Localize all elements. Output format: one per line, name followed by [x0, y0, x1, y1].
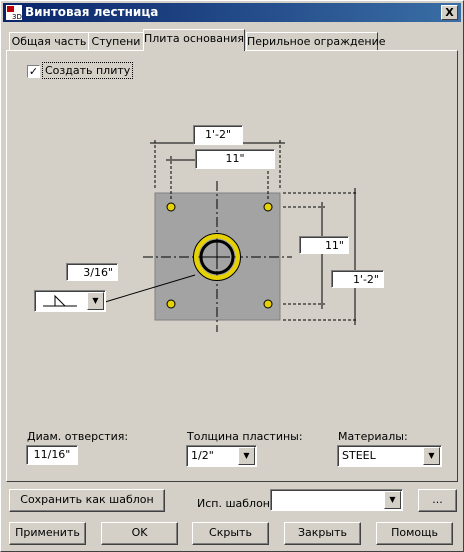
- app-icon: 3D: [6, 5, 22, 20]
- title-bar[interactable]: 3D Винтовая лестница X: [3, 3, 461, 22]
- chevron-down-icon[interactable]: ▼: [238, 447, 255, 465]
- chevron-down-icon[interactable]: ▼: [423, 447, 440, 465]
- bolt-spacing-y-field[interactable]: 11": [299, 236, 349, 254]
- help-button[interactable]: Помощь: [376, 522, 453, 545]
- create-plate-checkbox[interactable]: ✓: [27, 65, 40, 78]
- weld-leader-line: [104, 274, 196, 303]
- tab-railing[interactable]: Перильное ограждение: [246, 32, 386, 51]
- svg-text:3D: 3D: [12, 13, 22, 20]
- apply-button[interactable]: Применить: [9, 522, 86, 545]
- plate-thickness-value: 1/2": [191, 449, 214, 462]
- bolt-spacing-x-field[interactable]: 11": [195, 149, 275, 169]
- window-title: Винтовая лестница: [25, 5, 159, 19]
- anchor-hole-inner: [199, 239, 235, 275]
- material-select[interactable]: STEEL ▼: [337, 445, 442, 467]
- browse-button[interactable]: ...: [418, 489, 457, 512]
- chevron-down-icon[interactable]: ▼: [384, 491, 401, 509]
- bolt-hole-bottom-left: [166, 299, 176, 309]
- hole-diameter-field[interactable]: 11/16": [26, 445, 78, 465]
- save-template-button[interactable]: Сохранить как шаблон: [9, 489, 165, 512]
- tab-general[interactable]: Общая часть: [9, 32, 89, 51]
- bolt-hole-top-right: [263, 202, 273, 212]
- material-label: Материалы:: [338, 430, 408, 443]
- close-button[interactable]: Закрыть: [284, 522, 361, 545]
- hide-button[interactable]: Скрыть: [192, 522, 269, 545]
- material-value: STEEL: [342, 449, 376, 462]
- use-template-label: Исп. шаблон:: [197, 497, 274, 510]
- tab-steps[interactable]: Ступени: [88, 32, 144, 51]
- hole-diameter-label: Диам. отверстия:: [27, 430, 129, 443]
- tab-label: Плита основания: [144, 32, 244, 45]
- anchor-hole-outline: [193, 233, 241, 281]
- tab-label: Общая часть: [11, 35, 87, 48]
- plate-thickness-label: Толщина пластины:: [187, 430, 303, 443]
- tab-label: Ступени: [91, 35, 141, 48]
- create-plate-label[interactable]: Создать плиту: [42, 62, 134, 79]
- template-select[interactable]: ▼: [270, 489, 403, 511]
- weld-type-select[interactable]: ▼: [34, 290, 106, 312]
- tab-label: Перильное ограждение: [247, 35, 386, 48]
- plate-width-field[interactable]: 1'-2": [193, 125, 243, 145]
- fillet-weld-icon: [43, 294, 77, 307]
- weld-size-field[interactable]: 3/16": [66, 263, 118, 281]
- chevron-down-icon[interactable]: ▼: [87, 292, 104, 310]
- anchor-hole-ring: [193, 233, 241, 281]
- bolt-hole-top-left: [166, 202, 176, 212]
- plate-thickness-select[interactable]: 1/2" ▼: [186, 445, 257, 467]
- dimension-lines-right: [283, 188, 358, 325]
- ok-button[interactable]: OK: [101, 522, 178, 545]
- bolt-hole-bottom-right: [263, 299, 273, 309]
- close-icon[interactable]: X: [441, 5, 458, 20]
- tab-base-plate[interactable]: Плита основания: [143, 29, 245, 51]
- plate-length-field[interactable]: 1'-2": [331, 270, 384, 288]
